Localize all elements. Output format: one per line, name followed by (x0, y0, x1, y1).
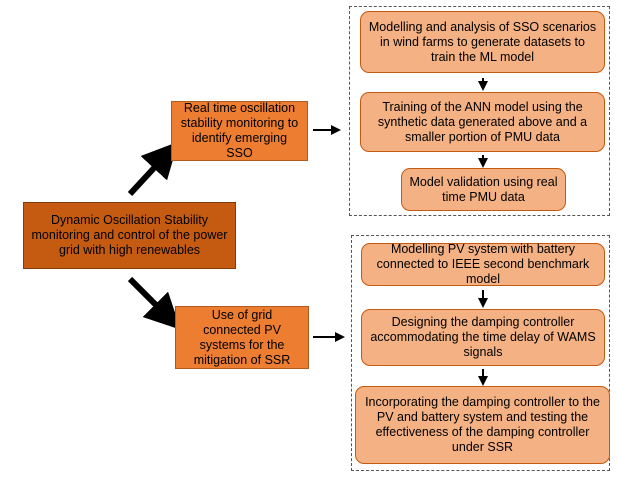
step-1-1: Modelling and analysis of SSO scenarios … (360, 11, 605, 73)
arrow-root-to-branch-2 (127, 276, 181, 330)
branch-2-text: Use of grid connected PV systems for the… (193, 307, 291, 367)
branch-2-box: Use of grid connected PV systems for the… (175, 306, 309, 369)
step-2-2: Designing the damping controller accommo… (361, 309, 605, 366)
step-1-3: Model validation using real time PMU dat… (401, 168, 566, 211)
group-2-dashed (351, 235, 610, 471)
step-1-1-text: Modelling and analysis of SSO scenarios … (368, 19, 597, 64)
branch-1-box: Real time oscillation stability monitori… (171, 101, 308, 161)
step-2-3: Incorporating the damping controller to … (355, 386, 610, 464)
step-2-2-text: Designing the damping controller accommo… (370, 315, 596, 359)
root-text: Dynamic Oscillation Stability monitoring… (31, 213, 228, 257)
group-1-dashed (349, 6, 610, 216)
step-1-3-text: Model validation using real time PMU dat… (409, 174, 558, 204)
root-box: Dynamic Oscillation Stability monitoring… (23, 202, 236, 269)
branch-1-text: Real time oscillation stability monitori… (180, 101, 299, 160)
arrow-root-to-branch-1 (127, 141, 179, 197)
step-2-1-text: Modelling PV system with battery connect… (376, 242, 590, 286)
step-2-1: Modelling PV system with battery connect… (361, 242, 605, 286)
step-2-3-text: Incorporating the damping controller to … (365, 395, 600, 454)
step-1-2-text: Training of the ANN model using the synt… (377, 99, 588, 144)
step-1-2: Training of the ANN model using the synt… (360, 92, 605, 152)
